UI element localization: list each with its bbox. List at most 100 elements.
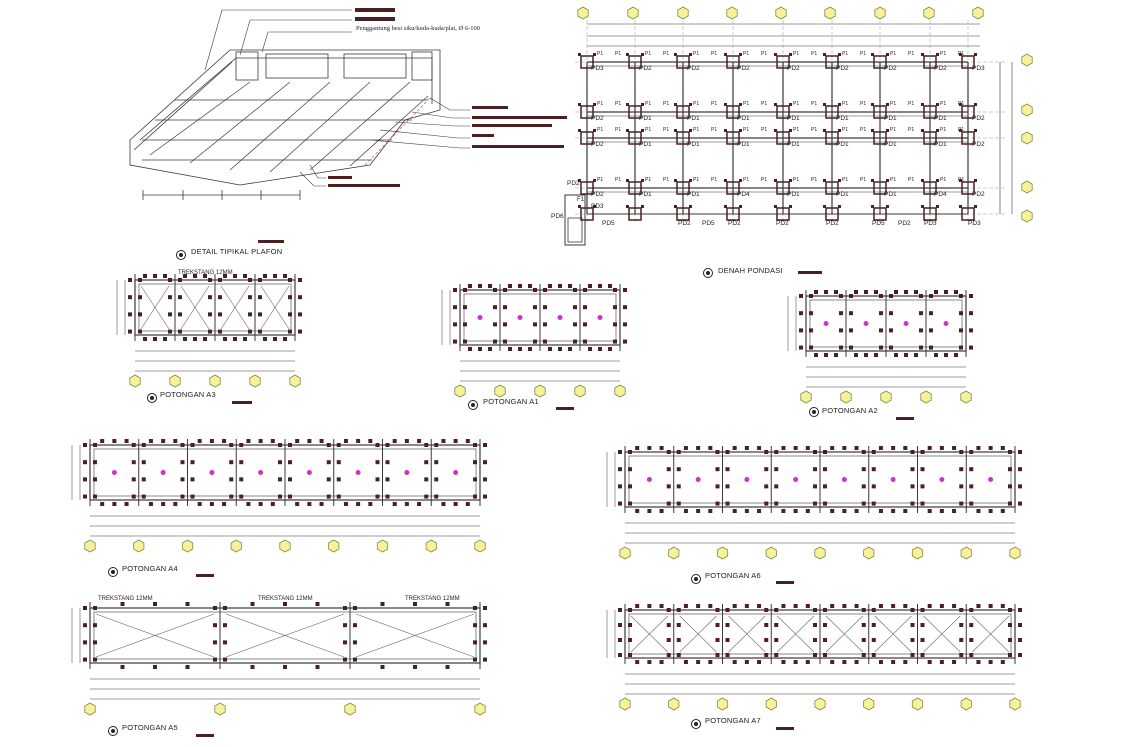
section-a1-title: POTONGAN A1 <box>483 397 539 406</box>
pile-bracket <box>473 477 477 482</box>
pile <box>871 205 874 208</box>
pile-bracket <box>533 288 537 292</box>
pile-cap-label: PD2 <box>787 65 800 72</box>
pile <box>674 179 677 182</box>
pile <box>593 205 596 208</box>
grid-axis-marker <box>1021 53 1033 67</box>
stud <box>894 290 898 294</box>
pile <box>578 103 581 106</box>
stud <box>891 660 896 664</box>
pile-label: P1 <box>663 101 670 107</box>
pile-label: P1 <box>711 127 718 133</box>
pile-bracket <box>823 467 827 472</box>
stud <box>696 446 701 450</box>
pile-bracket <box>676 450 681 454</box>
pile-label: P1 <box>693 177 700 183</box>
pile-label: P1 <box>890 51 897 57</box>
pile-bracket <box>1008 653 1012 657</box>
trekstang-brace <box>630 615 668 653</box>
stud <box>805 446 810 450</box>
pile-bracket <box>463 288 467 292</box>
grid-axis-marker <box>911 697 924 711</box>
pile-cap <box>873 207 887 221</box>
grid-axis-marker <box>814 546 826 560</box>
pile <box>959 53 962 56</box>
pile-bracket <box>910 467 915 472</box>
pile-cap <box>961 105 975 119</box>
pile-bracket <box>213 640 217 645</box>
pile-label: P1 <box>940 101 947 107</box>
grid-axis-marker <box>84 539 96 553</box>
pile-bracket <box>774 501 779 506</box>
stud <box>445 665 450 669</box>
stud <box>647 604 652 608</box>
pile-bracket <box>813 501 817 506</box>
pile-bracket <box>725 501 730 506</box>
pile <box>641 129 644 132</box>
stud <box>939 446 944 450</box>
pile-label: P1 <box>645 177 652 183</box>
grid-axis-marker <box>960 390 972 404</box>
pile-bracket <box>725 484 730 489</box>
stud <box>793 604 798 608</box>
pile-bracket <box>473 640 477 645</box>
pile-bracket <box>343 657 347 662</box>
pile <box>689 129 692 132</box>
pile-bracket <box>725 467 730 472</box>
stud <box>952 660 957 664</box>
stud <box>903 509 908 513</box>
pile-cap <box>776 181 790 195</box>
pile-bracket <box>920 467 925 472</box>
pile-bracket <box>613 288 617 292</box>
grid-axis-marker <box>775 6 787 20</box>
stud <box>368 439 373 443</box>
pile-bracket <box>288 443 292 447</box>
pile-bracket <box>1018 484 1022 489</box>
stud <box>153 665 157 669</box>
pile-label: P1 <box>743 101 750 107</box>
pile-marker <box>477 315 483 320</box>
pile-marker <box>939 477 945 482</box>
pile-bracket <box>823 484 827 489</box>
pile-bracket <box>1008 608 1012 612</box>
pile-cap-label: PD2 <box>836 65 849 72</box>
stud <box>732 604 737 608</box>
bottom-cap-label: PD5 <box>872 220 885 227</box>
pile-bracket <box>213 606 217 610</box>
pile-bracket <box>218 329 222 334</box>
stud <box>343 502 348 506</box>
pile-bracket <box>424 460 429 465</box>
stud <box>744 509 749 513</box>
pile-bracket <box>453 288 457 292</box>
stud <box>445 602 450 606</box>
pile <box>593 179 596 182</box>
pd6-outline <box>564 194 586 246</box>
pile-label: P1 <box>958 127 965 133</box>
stud <box>263 337 267 341</box>
stud <box>548 347 552 351</box>
stud <box>153 337 157 341</box>
stud <box>124 502 129 506</box>
pile-marker <box>863 321 869 326</box>
bottom-cap-label: PD3 <box>924 220 937 227</box>
pile-bracket <box>141 477 146 482</box>
pile-bracket <box>239 443 244 447</box>
stud <box>163 274 167 278</box>
pile-bracket <box>764 450 769 454</box>
pile-bracket <box>969 501 974 506</box>
stud <box>270 502 275 506</box>
pile-bracket <box>493 339 497 344</box>
pile-marker <box>258 470 264 475</box>
trekstang-brace <box>825 615 863 653</box>
pile <box>871 53 874 56</box>
pile-bracket <box>774 608 779 612</box>
pile <box>689 53 692 56</box>
section-target-symbol <box>108 726 118 736</box>
section-a3 <box>116 274 302 403</box>
pile-cap-label: PD2 <box>972 141 985 148</box>
pile-bracket <box>959 311 963 316</box>
pile-bracket <box>871 638 876 642</box>
stud <box>508 347 512 351</box>
grid-axis-marker <box>289 374 301 388</box>
pile-bracket <box>839 345 843 350</box>
